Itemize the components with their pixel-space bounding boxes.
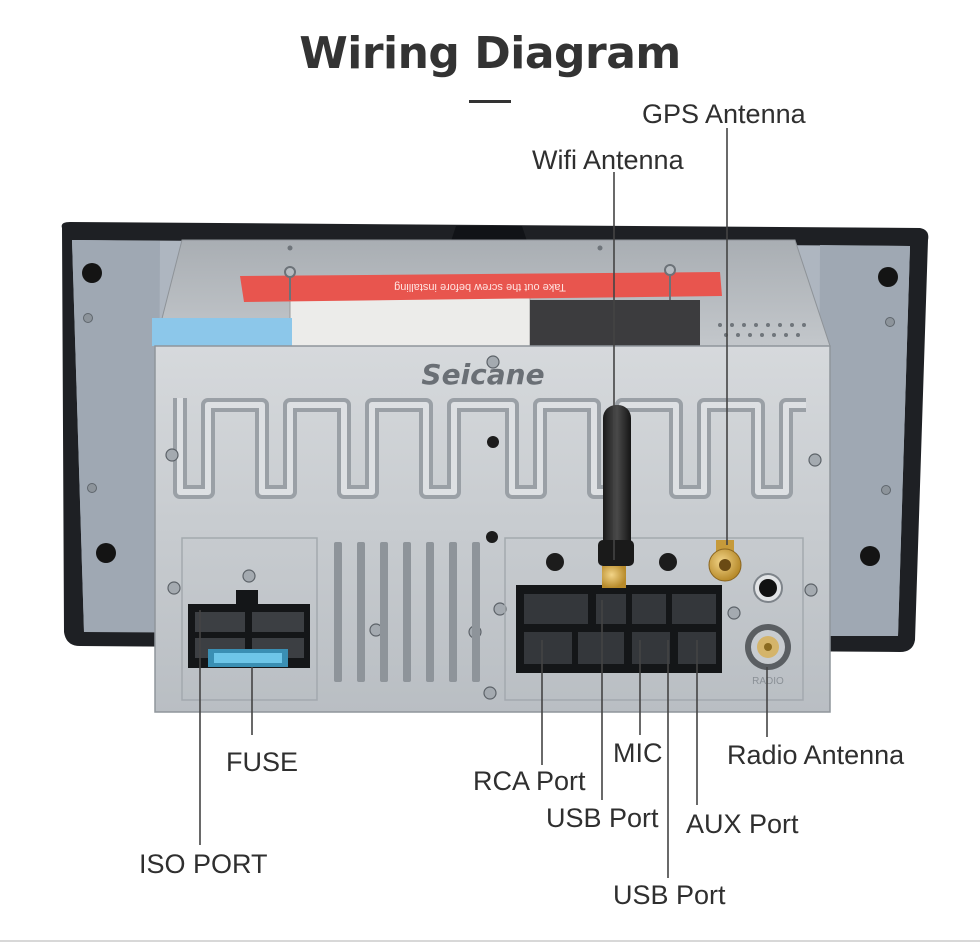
bottom-divider (0, 940, 980, 942)
bezel-holes (82, 263, 898, 566)
page-title: Wiring Diagram (299, 28, 681, 79)
label-gps-antenna: GPS Antenna (642, 99, 806, 129)
label-usb-port-2: USB Port (613, 880, 726, 910)
iso-panel (181, 537, 318, 701)
housing-holes (486, 436, 677, 571)
leader-lines (199, 128, 768, 878)
label-aux-port: AUX Port (686, 809, 799, 839)
warning-sticker: Take out the screw before installing (240, 272, 722, 302)
bezel-screws (83, 313, 895, 495)
label-radio-antenna: Radio Antenna (727, 740, 905, 770)
gps-connector (708, 540, 742, 582)
label-wifi-antenna: Wifi Antenna (532, 145, 684, 175)
radio-port-mark: RADIO (752, 676, 784, 687)
connector-panel (504, 537, 804, 701)
label-fuse: FUSE (226, 747, 299, 777)
radio-antenna-jack: RADIO (745, 573, 791, 687)
vent-slots (334, 542, 480, 682)
mounting-pins (284, 264, 676, 300)
sticker-text: Take out the screw before installing (394, 281, 566, 293)
heat-sink-highlight (177, 398, 806, 495)
label-mic: MIC (613, 738, 663, 768)
fuse (208, 649, 288, 667)
brand-logo: Seicane (421, 358, 544, 391)
wifi-antenna (598, 405, 634, 588)
label-usb-port-1: USB Port (546, 803, 659, 833)
multi-connector-block (516, 585, 722, 673)
title-underline (469, 100, 511, 103)
label-rca-port: RCA Port (473, 766, 586, 796)
label-iso-port: ISO PORT (139, 849, 268, 879)
